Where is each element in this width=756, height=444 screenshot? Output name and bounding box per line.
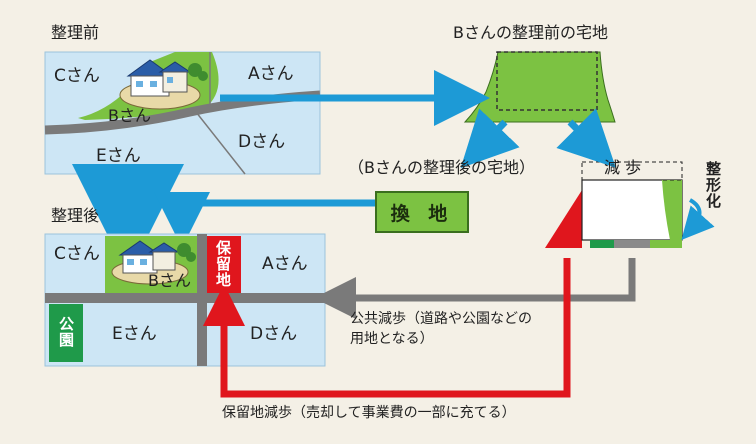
before-b-label: Bさん <box>108 106 151 125</box>
exchange-land-box: 換 地 <box>375 191 469 233</box>
reserved-land-lot <box>207 236 241 293</box>
after-a-label: Aさん <box>262 254 308 274</box>
house-icon <box>119 59 208 110</box>
shaping-label: 整形化 <box>704 161 722 209</box>
after-b-label: Bさん <box>148 271 191 290</box>
reserved-reduction-arrow <box>203 258 571 398</box>
after-map <box>44 233 326 367</box>
park-label: 公園 <box>57 316 75 348</box>
reserved-land-label: 保留地 <box>214 240 232 288</box>
before-label: 整理前 <box>51 23 100 42</box>
after-d-label: Dさん <box>250 324 298 344</box>
after-e-label: Eさん <box>112 324 157 344</box>
reduction-shape <box>545 161 715 248</box>
house-icon <box>111 240 196 285</box>
before-map <box>44 51 321 175</box>
reserved-reduction-label: 保留地減歩（売却して事業費の一部に充てる） <box>222 405 516 421</box>
park-lot <box>49 304 83 362</box>
b-before-land-shape <box>463 51 616 123</box>
reduction-label: 減 歩 <box>604 158 642 177</box>
b-before-land-label: Bさんの整理前の宅地 <box>453 23 608 42</box>
blue-arrows <box>72 70 616 276</box>
public-reduction-arrow <box>314 258 636 319</box>
before-d-label: Dさん <box>238 132 286 152</box>
after-c-label: Cさん <box>54 244 100 264</box>
b-after-land-label: （Bさんの整理後の宅地） <box>348 158 535 177</box>
public-reduction-label-2: 用地となる） <box>350 331 434 347</box>
before-c-label: Cさん <box>54 66 100 86</box>
arrow-kanchi-to-after <box>154 192 375 248</box>
after-label: 整理後 <box>51 206 100 225</box>
arrow-to-after-land <box>460 108 520 169</box>
before-e-label: Eさん <box>96 146 141 166</box>
before-a-label: Aさん <box>248 64 294 84</box>
public-reduction-label: 公共減歩（道路や公園などの <box>350 311 532 327</box>
lot-boundary-ed <box>195 111 246 175</box>
arrow-to-reduction <box>556 108 616 168</box>
